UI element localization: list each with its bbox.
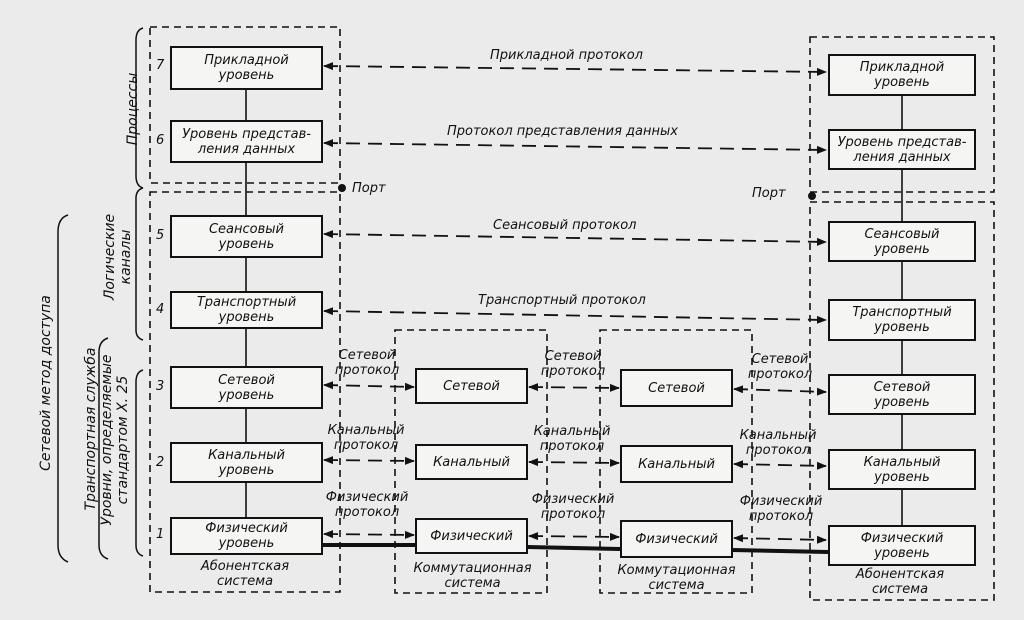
left-transport-layer: Транспортный уровень: [170, 291, 323, 329]
left-subscriber-system-label: Абонентская система: [200, 559, 290, 589]
link-protocol-label-1: Канальный протокол: [327, 423, 405, 453]
right-upper-frame: [809, 36, 995, 193]
presentation-protocol-label: Протокол представления данных: [447, 124, 678, 139]
physical-protocol-label-3: Физический протокол: [739, 494, 823, 524]
switch2-network: Сетевой: [620, 369, 733, 407]
network-access-label: Сетевой метод доступа: [38, 295, 54, 471]
level-number-5: 5: [156, 228, 165, 243]
left-application-layer: Прикладной уровень: [170, 46, 323, 90]
link-protocol-label-2: Канальный протокол: [533, 424, 611, 454]
left-physical-layer: Физический уровень: [170, 517, 323, 555]
right-lower-frame: [809, 201, 995, 601]
application-protocol-label: Прикладной протокол: [490, 48, 643, 63]
right-physical-layer: Физический уровень: [828, 525, 976, 566]
right-session-layer: Сеансовый уровень: [828, 221, 976, 262]
level-number-4: 4: [156, 302, 165, 317]
level-number-1: 1: [156, 527, 165, 542]
network-protocol-label-2: Сетевой протокол: [540, 349, 606, 379]
switch2-link: Канальный: [620, 445, 733, 483]
link-protocol-label-3: Канальный протокол: [739, 428, 817, 458]
logical-channels-label: Логические каналы: [102, 213, 134, 301]
left-link-layer: Канальный уровень: [170, 442, 323, 483]
switch1-link: Канальный: [415, 444, 528, 480]
switch1-network: Сетевой: [415, 368, 528, 404]
physical-protocol-label-2: Физический протокол: [531, 492, 615, 522]
right-presentation-layer: Уровень представ- ления данных: [828, 129, 976, 170]
left-session-layer: Сеансовый уровень: [170, 215, 323, 258]
level-number-3: 3: [156, 379, 165, 394]
right-link-layer: Канальный уровень: [828, 449, 976, 490]
right-application-layer: Прикладной уровень: [828, 54, 976, 96]
switch1-physical: Физический: [415, 518, 528, 554]
right-transport-layer: Транспортный уровень: [828, 299, 976, 341]
session-protocol-label: Сеансовый протокол: [493, 218, 637, 233]
transport-protocol-label: Транспортный протокол: [478, 293, 646, 308]
left-lower-frame: [149, 191, 341, 593]
left-network-layer: Сетевой уровень: [170, 366, 323, 409]
switch2-system-label: Коммутационная система: [617, 563, 736, 593]
level-number-6: 6: [156, 133, 165, 148]
level-number-2: 2: [156, 455, 165, 470]
physical-protocol-label-1: Физический протокол: [325, 490, 409, 520]
network-protocol-label-1: Сетевой протокол: [334, 348, 400, 378]
left-upper-frame: [149, 26, 341, 184]
left-port-label: Порт: [352, 181, 386, 196]
x25-levels-label: Уровни, определяемые стандартом X. 25: [99, 354, 131, 526]
right-subscriber-system-label: Абонентская система: [855, 567, 945, 597]
processes-label: Процессы: [125, 72, 141, 146]
level-number-7: 7: [156, 58, 165, 73]
right-port-label: Порт: [752, 186, 786, 201]
right-network-layer: Сетевой уровень: [828, 374, 976, 415]
switch1-system-label: Коммутационная система: [413, 561, 532, 591]
network-protocol-label-3: Сетевой протокол: [747, 352, 813, 382]
left-presentation-layer: Уровень представ- ления данных: [170, 120, 323, 163]
switch2-physical: Физический: [620, 520, 733, 558]
